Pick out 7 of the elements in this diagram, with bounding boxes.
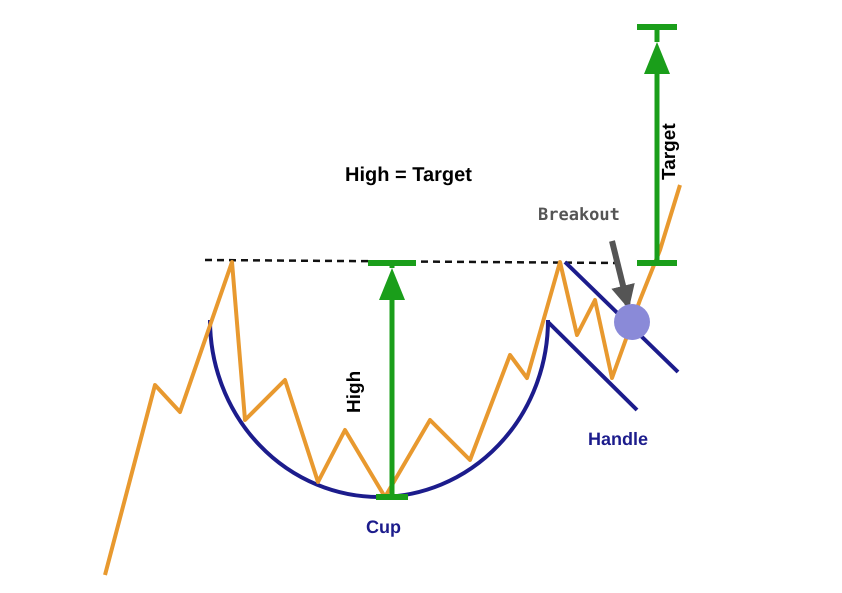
target-label: Target [660, 123, 679, 180]
handle-label: Handle [588, 430, 648, 448]
cup-label: Cup [366, 518, 401, 536]
formula-label: High = Target [345, 165, 472, 185]
height-label: High [345, 370, 364, 413]
breakout-label: Breakout [538, 205, 634, 227]
breakout-point [614, 304, 650, 340]
